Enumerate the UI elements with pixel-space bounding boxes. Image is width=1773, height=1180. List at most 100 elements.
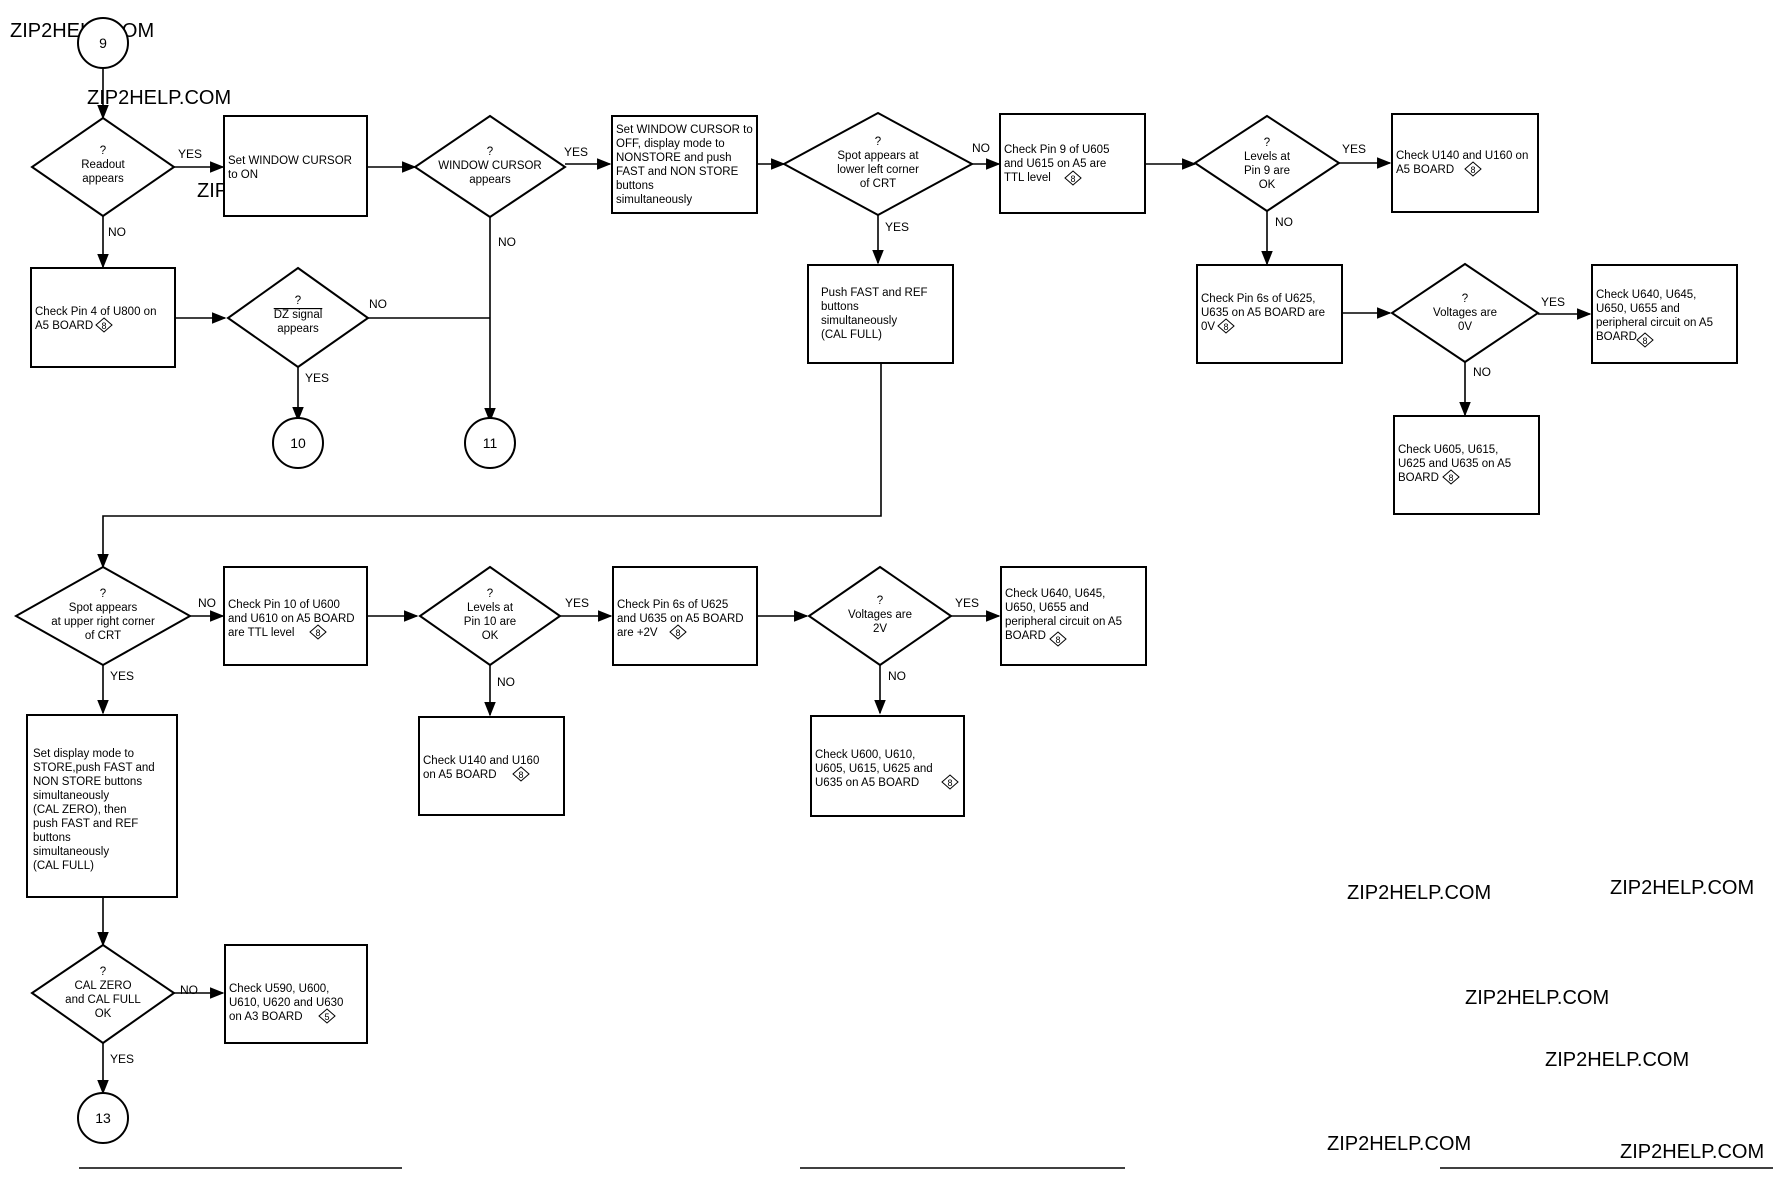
edge-label-yes: YES bbox=[955, 596, 979, 610]
ref-mark: 8 bbox=[669, 624, 687, 640]
svg-text:8: 8 bbox=[518, 770, 523, 780]
edge-label-no: NO bbox=[497, 675, 515, 689]
svg-text:9: 9 bbox=[99, 35, 107, 51]
ref-mark: 8 bbox=[1464, 161, 1482, 177]
connectors bbox=[97, 68, 1592, 1095]
edge-label-yes: YES bbox=[1342, 142, 1366, 156]
ref-mark: 8 bbox=[309, 624, 327, 640]
edge-label-yes: YES bbox=[110, 1052, 134, 1066]
watermark: ZIP2HELP.COM bbox=[1465, 987, 1609, 1009]
ref-mark: 8 bbox=[1064, 170, 1082, 186]
edge-label-no: NO bbox=[1473, 365, 1491, 379]
svg-text:8: 8 bbox=[1448, 473, 1453, 483]
process-check-pin6s-0v: Check Pin 6s of U625,U635 on A5 BOARD ar… bbox=[1196, 264, 1343, 364]
svg-text:8: 8 bbox=[947, 778, 952, 788]
watermark: ZIP2HELP.COM bbox=[1545, 1049, 1689, 1071]
edge-label-no: NO bbox=[972, 141, 990, 155]
svg-text:Check U640, U645,U650, U655 an: Check U640, U645,U650, U655 andperiphera… bbox=[1005, 588, 1122, 642]
ref-mark: 8 bbox=[1217, 318, 1235, 334]
svg-text:8: 8 bbox=[1223, 322, 1228, 332]
edge-label-yes: YES bbox=[110, 669, 134, 683]
ref-mark: 8 bbox=[95, 317, 113, 333]
terminal-9: 9 bbox=[77, 17, 129, 69]
edge-label-yes: YES bbox=[564, 145, 588, 159]
ref-mark: 8 bbox=[941, 774, 959, 790]
edge-label-yes: YES bbox=[565, 596, 589, 610]
watermark: ZIP2HELP.COM bbox=[1327, 1133, 1471, 1155]
edge-label-no: NO bbox=[498, 235, 516, 249]
svg-text:10: 10 bbox=[290, 435, 306, 451]
watermark: ZIP2HELP.COM bbox=[1620, 1141, 1764, 1163]
svg-text:8: 8 bbox=[1055, 635, 1060, 645]
edge-label-no: NO bbox=[1275, 215, 1293, 229]
watermark: ZIP2HELP.COM bbox=[1347, 882, 1491, 904]
svg-text:8: 8 bbox=[101, 321, 106, 331]
ref-mark: 8 bbox=[1442, 469, 1460, 485]
watermark: ZIP2HELP.COM bbox=[87, 87, 231, 109]
ref-mark: 8 bbox=[1049, 631, 1067, 647]
edge-label-yes: YES bbox=[305, 371, 329, 385]
watermark: ZIP2HELP.COM bbox=[1610, 877, 1754, 899]
svg-text:8: 8 bbox=[675, 628, 680, 638]
ref-mark: 8 bbox=[1636, 332, 1654, 348]
svg-text:8: 8 bbox=[1070, 174, 1075, 184]
ref-mark: 5 bbox=[318, 1008, 336, 1024]
edge-label-no: NO bbox=[198, 596, 216, 610]
svg-text:8: 8 bbox=[1470, 165, 1475, 175]
edge-label-no: NO bbox=[369, 297, 387, 311]
terminal-11: 11 bbox=[464, 417, 516, 469]
svg-text:11: 11 bbox=[483, 435, 498, 451]
svg-text:8: 8 bbox=[315, 628, 320, 638]
edge-label-no: NO bbox=[888, 669, 906, 683]
edge-label-yes: YES bbox=[178, 147, 202, 161]
svg-text:13: 13 bbox=[95, 1110, 111, 1126]
ref-mark: 8 bbox=[512, 766, 530, 782]
svg-text:Check U600, U610,U605, U615, U: Check U600, U610,U605, U615, U625 andU63… bbox=[815, 749, 933, 789]
svg-text:Check Pin 6s of U625,U635 on A: Check Pin 6s of U625,U635 on A5 BOARD ar… bbox=[1201, 293, 1325, 333]
terminal-10: 10 bbox=[272, 417, 324, 469]
edge-label-yes: YES bbox=[1541, 295, 1565, 309]
edge-labels: YES NO NO YES YES NO NO YES YES NO YES N… bbox=[108, 141, 1565, 1066]
svg-text:Check U605, U615,U625 and U635: Check U605, U615,U625 and U635 on A5BOAR… bbox=[1398, 444, 1511, 484]
